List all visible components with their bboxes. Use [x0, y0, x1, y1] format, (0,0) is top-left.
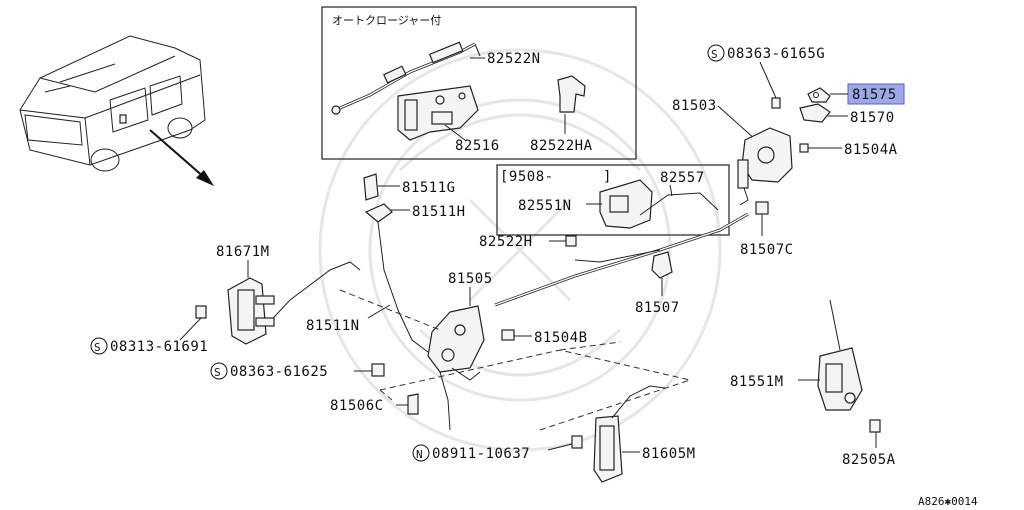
label-81507C: 81507C: [740, 242, 794, 258]
part-81671M-inside-handle: [227, 277, 275, 345]
part-82551N-actuator: [599, 179, 653, 229]
part-81570-latch: [799, 103, 831, 123]
part-81507C-clip: [755, 201, 769, 215]
label-81505: 81505: [448, 271, 493, 287]
dated-inset: [496, 164, 730, 236]
part-bolt-08363-61625: [371, 363, 385, 377]
svg-text:08363-61625: 08363-61625: [230, 364, 328, 380]
label-81575: 81575: [852, 87, 897, 103]
auto-closure-inset: [321, 6, 637, 160]
part-82522HA-bracket: [557, 75, 586, 113]
part-81575-lever: [807, 87, 831, 103]
part-81511G: [363, 173, 379, 201]
label-81671M: 81671M: [216, 244, 270, 260]
part-81505-door-lock: [427, 305, 485, 431]
label-82522N: 82522N: [487, 51, 541, 67]
door-outline-dashed: [339, 289, 692, 431]
label-82522H: 82522H: [479, 234, 533, 250]
date-range-close: ]: [603, 169, 612, 185]
part-bolt-08363-6165G: [771, 97, 781, 109]
part-bolt-08313-61691: [195, 305, 207, 319]
pointer-arrow: [149, 129, 214, 186]
part-81605M-outside-handle: [593, 385, 666, 483]
label-82551N: 82551N: [518, 198, 572, 214]
svg-text:N: N: [416, 448, 423, 461]
label-81511H: 81511H: [412, 204, 466, 220]
label-81506C: 81506C: [330, 398, 384, 414]
label-81503: 81503: [672, 98, 717, 114]
label-08363-6165G: S 08363-6165G: [707, 44, 825, 62]
part-81504A-screw: [799, 143, 809, 153]
part-81506C-clip: [407, 393, 419, 415]
part-81511N-cable: [261, 221, 429, 353]
part-81551M-rear-lock: [817, 299, 863, 411]
part-82557-rod: [639, 192, 719, 216]
label-08313-61691: S 08313-61691: [90, 337, 208, 355]
label-81504B: 81504B: [534, 330, 588, 346]
part-81504B-clip: [501, 329, 515, 341]
diagram-code: A826✱0014: [918, 495, 978, 508]
watermark-emblem: [318, 48, 722, 452]
part-81511H: [364, 203, 393, 223]
label-81511G: 81511G: [402, 180, 456, 196]
label-82505A: 82505A: [842, 452, 896, 468]
label-81551M: 81551M: [730, 374, 784, 390]
part-82516-closure-unit: [397, 85, 479, 141]
label-82516: 82516: [455, 138, 500, 154]
svg-text:08363-6165G: 08363-6165G: [727, 46, 825, 62]
date-range: [9508-: [500, 169, 554, 185]
part-82505A-bolt: [869, 419, 881, 433]
label-82522HA: 82522HA: [530, 138, 593, 154]
label-81507: 81507: [635, 300, 680, 316]
svg-text:08911-10637: 08911-10637: [432, 446, 530, 462]
svg-text:S: S: [94, 341, 101, 354]
svg-text:S: S: [711, 48, 718, 61]
part-82522H-clip: [565, 235, 577, 247]
label-81504A: 81504A: [844, 142, 898, 158]
inset-title: オートクロージャー付: [332, 14, 441, 27]
label-81570: 81570: [850, 110, 895, 126]
van-illustration: [19, 35, 206, 172]
part-81503-lock-assembly: [737, 127, 793, 206]
label-82557: 82557: [660, 170, 705, 186]
label-08911-10637: N 08911-10637: [412, 444, 530, 462]
part-82522N-cable: [331, 41, 481, 115]
part-81507-rod: [494, 212, 749, 307]
label-81605M: 81605M: [642, 446, 696, 462]
svg-text:08313-61691: 08313-61691: [110, 339, 208, 355]
part-nut-08911-10637: [571, 435, 583, 449]
label-81511N: 81511N: [306, 318, 360, 334]
label-08363-61625: S 08363-61625: [210, 362, 328, 380]
svg-text:S: S: [214, 366, 221, 379]
